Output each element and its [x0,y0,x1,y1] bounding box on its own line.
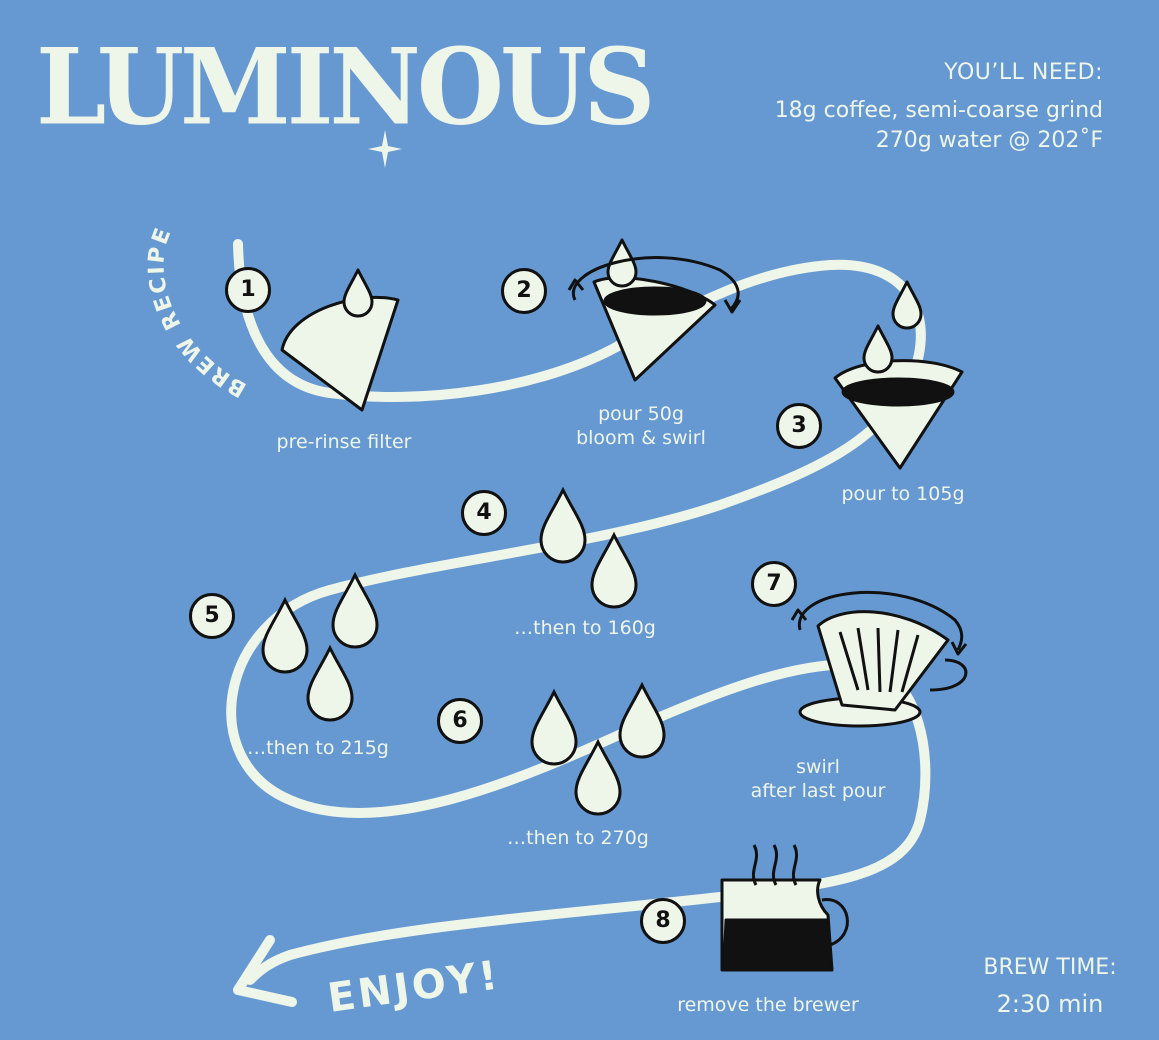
needs-coffee: 18g coffee, semi-coarse grind [774,98,1103,123]
brew-time-value: 2:30 min [996,990,1104,1018]
step3-dripper-icon [833,280,964,470]
step-badge-8: 8 [640,898,686,944]
step-badge-2: 2 [501,268,547,314]
step2-dripper-icon [567,238,742,382]
logo: LUMINOUS [36,25,655,149]
step4-drops-icon [539,488,638,609]
step5-label: …then to 215g [247,737,389,759]
step1-label: pre-rinse filter [276,431,412,453]
step3-label: pour to 105g [841,483,965,505]
step4-label: …then to 160g [514,617,656,639]
needs-water: 270g water @ 202˚F [875,128,1103,153]
step-badge-3: 3 [776,403,822,449]
step8-label: remove the brewer [677,994,859,1016]
step8-carafe-icon [720,844,849,972]
step-badge-7: 7 [751,561,797,607]
step7-label-line1: swirl [796,756,840,778]
step7-v60-icon [790,591,968,728]
enjoy-text: ENJOY! [325,952,503,1022]
step6-label: …then to 270g [507,827,649,849]
step-badge-4: 4 [461,490,507,536]
enjoy-arrow-head [233,935,297,1007]
step2-label-line1: pour 50g [598,403,684,425]
step1-filter-icon [280,268,400,412]
step2-label-line2: bloom & swirl [576,427,706,449]
step7-label-line2: after last pour [750,780,886,802]
sparkle-icon [368,130,402,168]
step-badge-6: 6 [437,698,483,744]
step-badge-1: 1 [225,267,271,313]
needs-heading: YOU’LL NEED: [944,60,1103,85]
step6-drops-icon [530,683,666,816]
brew-time-label: BREW TIME: [983,955,1117,980]
step-badge-5: 5 [189,593,235,639]
